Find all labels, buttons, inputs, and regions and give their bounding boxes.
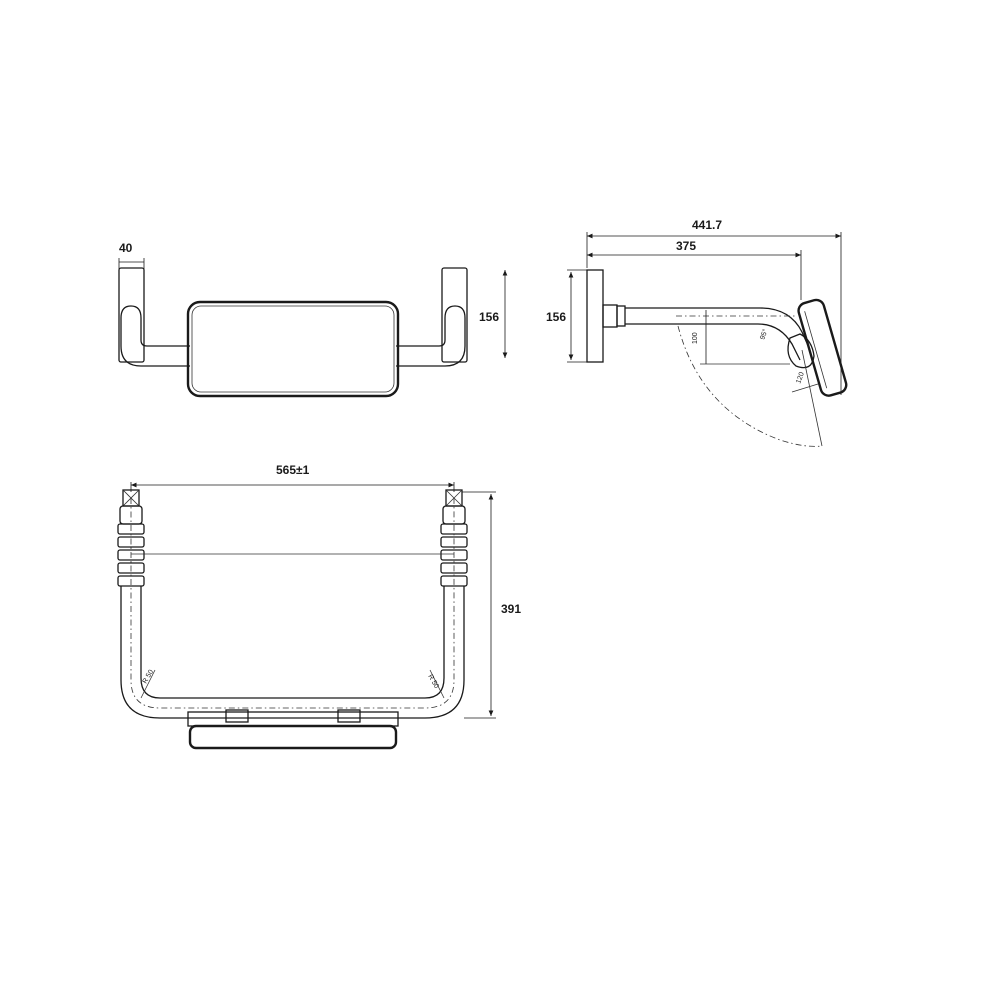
front-view: 40 156 <box>118 241 508 398</box>
left-wall-plate <box>118 267 145 363</box>
side-backrest-pad <box>797 298 848 397</box>
right-tube-outer <box>396 305 466 347</box>
side-collar <box>616 305 626 327</box>
top-right-radius: R 50 <box>426 674 440 690</box>
side-view: 100 95° 120 441.7 375 156 <box>546 218 848 447</box>
dim-side-375: 375 <box>676 239 696 253</box>
dim-top-391: 391 <box>501 602 521 616</box>
top-left-radius: R 50 <box>142 669 156 685</box>
side-dim-100: 100 <box>692 332 699 344</box>
backrest-pad <box>186 300 400 398</box>
right-tube-inner <box>396 318 466 367</box>
top-backrest-pad <box>188 724 398 750</box>
side-dim-120: 120 <box>795 371 806 384</box>
left-grip <box>117 505 145 587</box>
dim-side-156: 156 <box>546 310 566 324</box>
side-angle-label: 95° <box>758 328 769 341</box>
left-tube-inner <box>120 318 190 367</box>
dim-front-156: 156 <box>479 310 499 324</box>
dim-side-441-7: 441.7 <box>692 218 722 232</box>
left-tube-outer <box>120 305 190 347</box>
frame-outer <box>120 586 465 719</box>
side-arm-top <box>625 307 811 351</box>
frame-inner <box>140 586 445 699</box>
right-grip <box>440 505 468 587</box>
dim-top-565: 565±1 <box>276 463 310 477</box>
side-flange <box>602 304 618 328</box>
side-arm-bottom <box>625 323 801 361</box>
side-hinge <box>787 333 815 369</box>
dim-front-40: 40 <box>119 241 133 255</box>
swing-arc <box>677 325 823 447</box>
top-view: R 50 R 50 565±1 391 <box>117 463 521 750</box>
right-wall-plate <box>441 267 468 363</box>
top-pad-bracket <box>187 711 399 727</box>
side-wall-plate <box>586 269 604 363</box>
